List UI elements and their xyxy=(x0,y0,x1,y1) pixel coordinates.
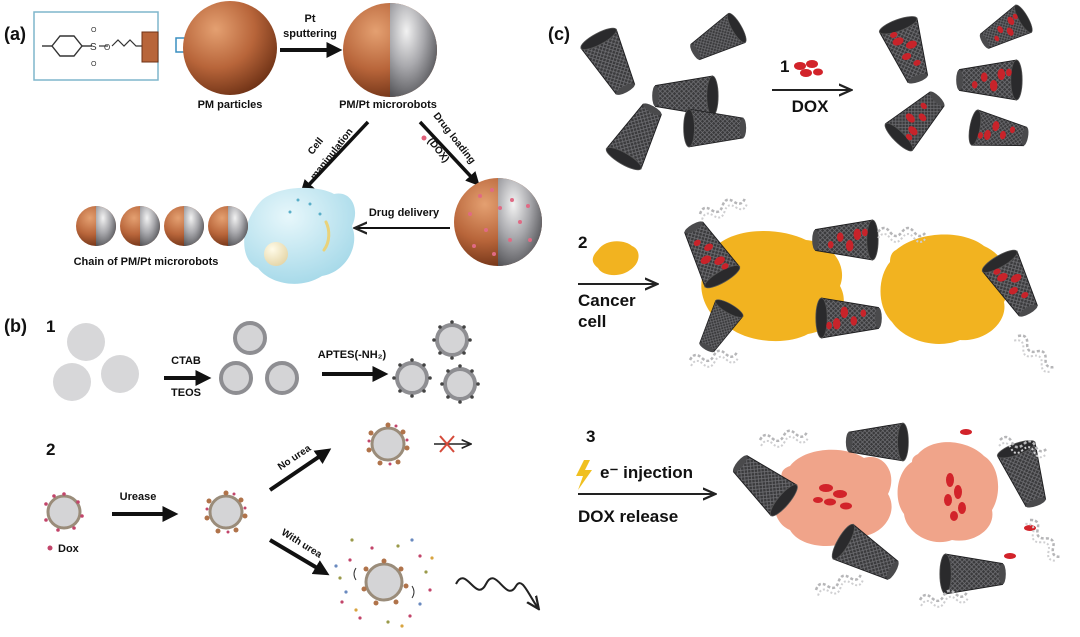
dox-loading-label: DOX xyxy=(792,97,830,116)
lightning-icon xyxy=(576,460,592,490)
pt-label: Pt xyxy=(305,13,316,25)
with-urea-label: With urea xyxy=(279,527,324,561)
drug-loading-arrow xyxy=(418,120,480,187)
cancer-label: Cancer xyxy=(578,291,636,310)
surface-molecule-inset: S O O O xyxy=(33,11,159,81)
empty-nanocones xyxy=(577,10,750,175)
cell-label: cell xyxy=(578,312,606,331)
urease-coated-particle xyxy=(204,490,248,534)
dox-loaded-nanocones xyxy=(878,3,1036,155)
pm-particle xyxy=(183,1,277,95)
urease-label: Urease xyxy=(120,491,157,503)
aptes-label: APTES(-NH₂) xyxy=(318,349,387,361)
dox-molecule-icon xyxy=(421,135,427,141)
pm-pt-microrobots-label: PM/Pt microrobots xyxy=(339,99,437,111)
pm-pt-microrobot xyxy=(343,3,437,97)
dox-cluster-icon xyxy=(794,60,823,77)
panel-a-label: (a) xyxy=(4,24,26,44)
dox-legend-icon xyxy=(47,545,53,551)
dox-loaded-particle xyxy=(44,492,84,532)
panel-c-step-1: 1 xyxy=(780,57,789,76)
svg-text:O: O xyxy=(104,43,110,52)
drug-loaded-microrobot xyxy=(454,178,542,266)
dox-release-cells xyxy=(724,422,1066,612)
amine-functionalized-particles xyxy=(392,320,480,404)
idle-particle xyxy=(366,422,410,466)
chain-label: Chain of PM/Pt microrobots xyxy=(74,256,219,268)
cell-label: Cell xyxy=(306,136,326,157)
mesoporous-silica-particles xyxy=(219,321,299,395)
microrobot-chain xyxy=(76,206,248,246)
no-urea-label: No urea xyxy=(276,443,313,473)
propelled-particle xyxy=(334,538,434,628)
panel-b-step-1: 1 xyxy=(46,317,55,336)
with-urea-arrow xyxy=(268,538,330,576)
pm-particles-label: PM particles xyxy=(198,99,263,111)
cell-manipulation-arrow xyxy=(300,120,370,195)
no-urea-arrow xyxy=(268,448,332,492)
panel-c-label: (c) xyxy=(548,24,570,44)
teos-label: TEOS xyxy=(171,387,201,399)
svg-text:S: S xyxy=(90,42,97,53)
panel-b-label: (b) xyxy=(4,316,27,336)
cancer-cells-targeted xyxy=(675,192,1059,376)
svg-text:O: O xyxy=(91,61,97,68)
sputtering-label: sputtering xyxy=(283,28,337,40)
drug-delivery-label: Drug delivery xyxy=(369,207,440,219)
svg-text:O: O xyxy=(91,27,97,34)
cancer-cell-icon xyxy=(592,241,639,276)
no-motion-cross-icon xyxy=(439,435,455,453)
panel-c-step-2: 2 xyxy=(578,233,587,252)
injection-label: e⁻ injection xyxy=(600,463,693,482)
panel-c-step-3: 3 xyxy=(586,427,595,446)
dox-legend-label: Dox xyxy=(58,543,80,555)
motion-trajectory xyxy=(455,577,538,608)
target-cell xyxy=(244,187,356,284)
ctab-label: CTAB xyxy=(171,355,201,367)
release-label: DOX release xyxy=(578,507,678,526)
panel-b-step-2: 2 xyxy=(46,440,55,459)
bare-silica-particles xyxy=(53,323,139,401)
